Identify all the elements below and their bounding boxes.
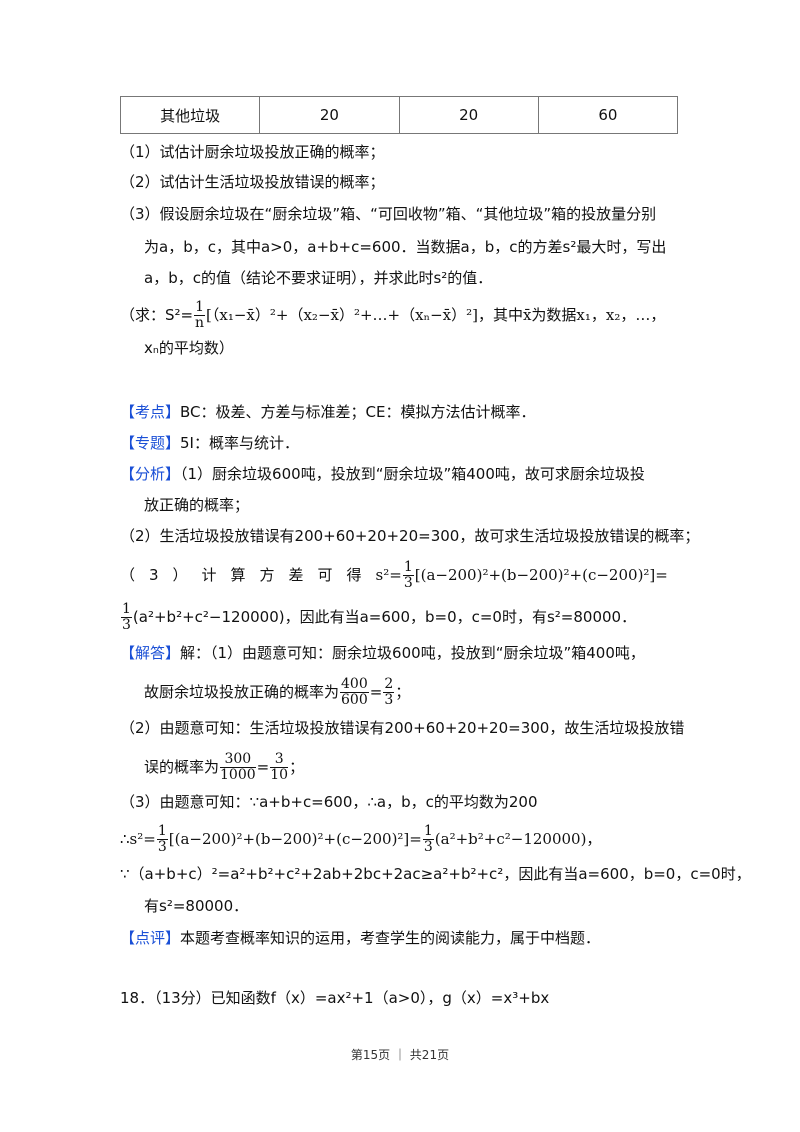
table-row: 其他垃圾 20 20 60	[119, 96, 679, 134]
table-cell: 其他垃圾	[119, 96, 261, 134]
hint-suffix: xₙ的平均数）	[144, 339, 234, 357]
jieda-text-6b: [(a−200)²+(b−200)²+(c−200)²]=	[168, 830, 422, 848]
zhuanti-tag: 【专题】	[120, 434, 181, 452]
jieda-line3: （2）由题意可知：生活垃圾投放错误有200+60+20+20=300，故生活垃圾…	[120, 719, 685, 737]
fenxi-text-4b: s²=	[375, 566, 402, 584]
jieda-text-1: 解：（1）由题意可知：厨余垃圾600吨，投放到“厨余垃圾”箱400吨，	[180, 644, 645, 662]
jieda-line7: ∵（a+b+c）²=a²+b²+c²+2ab+2bc+2ac≥a²+b²+c²，…	[120, 865, 751, 883]
jieda-text-6a: ∴s²=	[120, 830, 156, 848]
table-cell: 20	[259, 96, 400, 134]
table-cell: 20	[398, 96, 539, 134]
fenxi-text-4c: [(a−200)²+(b−200)²+(c−200)²]=	[414, 566, 668, 584]
hint-formula: [（x₁−x̄）²+（x₂−x̄）²+…+（xₙ−x̄）²]，其中x̄为数据x₁…	[206, 306, 666, 324]
dianping-line: 【点评】本题考查概率知识的运用，考查学生的阅读能力，属于中档题．	[120, 928, 600, 948]
jieda-text-2: 故厨余垃圾投放正确的概率为	[144, 683, 340, 701]
table-cell: 60	[537, 96, 679, 134]
jieda-line5: （3）由题意可知：∵a+b+c=600，∴a，b，c的平均数为200	[120, 793, 538, 811]
question-18: 18．（13分）已知函数f（x）=ax²+1（a>0），g（x）=x³+bx	[120, 989, 550, 1007]
fenxi-line3: （2）生活垃圾投放错误有200+60+20+20=300，故可求生活垃圾投放错误…	[120, 527, 700, 545]
dianping-text: 本题考查概率知识的运用，考查学生的阅读能力，属于中档题．	[180, 929, 601, 947]
data-table: 其他垃圾 20 20 60	[119, 96, 679, 134]
jieda-line8: 有s²=80000．	[144, 897, 249, 915]
zhuanti-line: 【专题】5I：概率与统计．	[120, 433, 299, 453]
fenxi-text-1: （1）厨余垃圾600吨，投放到“厨余垃圾”箱400吨，故可求厨余垃圾投	[180, 465, 645, 483]
jieda-text-4: 误的概率为	[144, 758, 220, 776]
question-part-1: （1）试估计厨余垃圾投放正确的概率；	[120, 143, 385, 161]
hint-prefix: （求：S²=	[120, 306, 194, 324]
fenxi-line1: 【分析】（1）厨余垃圾600吨，投放到“厨余垃圾”箱400吨，故可求厨余垃圾投	[120, 464, 645, 484]
fenxi-line2: 放正确的概率；	[144, 496, 250, 514]
jieda-text-6c: (a²+b²+c²−120000)，	[434, 830, 602, 848]
fenxi-text-5: (a²+b²+c²−120000)，因此有当a=600，b=0，c=0时，有s²…	[132, 608, 637, 626]
question-part-3-line2: 为a，b，c，其中a>0，a+b+c=600．当数据a，b，c的方差s²最大时，…	[144, 238, 667, 256]
fenxi-text-4a: （3）计算方差可得	[120, 566, 376, 584]
question-part-3-line3: a，b，c的值（结论不要求证明），并求此时s²的值．	[144, 269, 493, 287]
question-part-2: （2）试估计生活垃圾投放错误的概率；	[120, 173, 385, 191]
kaodian-text: BC：极差、方差与标准差；CE：模拟方法估计概率．	[180, 403, 536, 421]
jieda-tag: 【解答】	[120, 644, 181, 662]
dianping-tag: 【点评】	[120, 929, 181, 947]
zhuanti-text: 5I：概率与统计．	[180, 434, 299, 452]
kaodian-tag: 【考点】	[120, 403, 181, 421]
fenxi-tag: 【分析】	[120, 465, 181, 483]
jieda-line1: 【解答】解：（1）由题意可知：厨余垃圾600吨，投放到“厨余垃圾”箱400吨，	[120, 643, 645, 663]
page-footer: 第15页 ｜ 共21页	[350, 1048, 450, 1062]
kaodian-line: 【考点】BC：极差、方差与标准差；CE：模拟方法估计概率．	[120, 402, 535, 422]
question-part-3-line1: （3）假设厨余垃圾在“厨余垃圾”箱、“可回收物”箱、“其他垃圾”箱的投放量分别	[120, 205, 657, 223]
